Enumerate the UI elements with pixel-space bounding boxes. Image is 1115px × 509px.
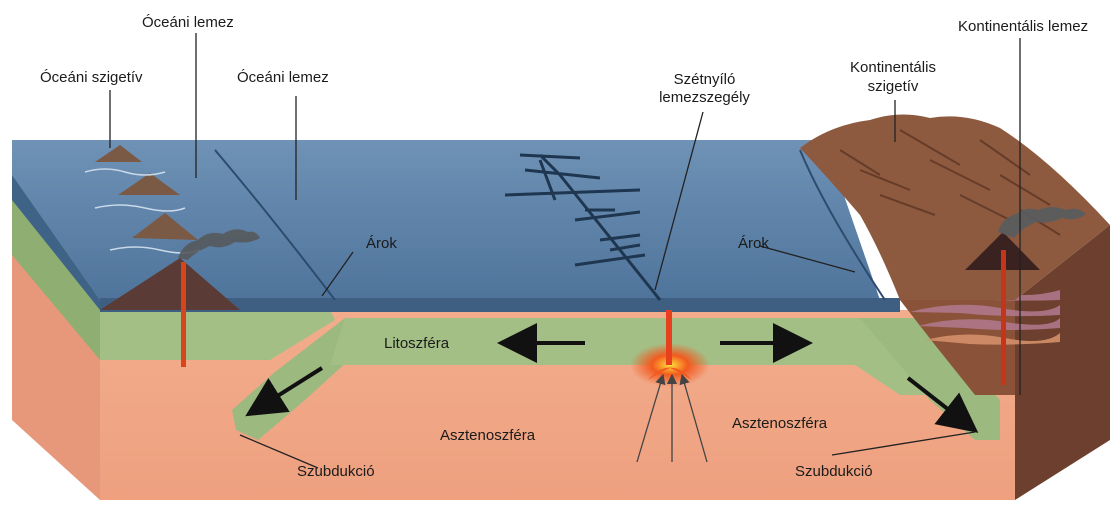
ridge-magma-conduit — [666, 310, 672, 365]
label-oceanic-plate-top: Óceáni lemez — [142, 13, 234, 32]
label-trench-right: Árok — [738, 234, 769, 253]
label-lithosphere: Litoszféra — [384, 334, 449, 353]
label-continental-arc-line2: szigetív — [838, 77, 948, 96]
label-trench-left: Árok — [366, 234, 397, 253]
label-oceanic-plate: Óceáni lemez — [237, 68, 329, 87]
label-subduction-left: Szubdukció — [297, 462, 375, 481]
label-oceanic-island-arc: Óceáni szigetív — [40, 68, 143, 87]
label-continental-plate: Kontinentális lemez — [958, 17, 1088, 36]
label-asthenosphere-left: Asztenoszféra — [440, 426, 535, 445]
label-subduction-right: Szubdukció — [795, 462, 873, 481]
left-magma-conduit — [181, 262, 186, 367]
right-magma-conduit — [1001, 250, 1006, 385]
label-asthenosphere-right: Asztenoszféra — [732, 414, 827, 433]
label-spreading-ridge-line2: lemezszegély — [647, 88, 762, 107]
ocean-surface — [12, 140, 880, 300]
label-continental-arc-line1: Kontinentális — [838, 58, 948, 77]
label-spreading-ridge-line1: Szétnyíló — [652, 70, 757, 89]
